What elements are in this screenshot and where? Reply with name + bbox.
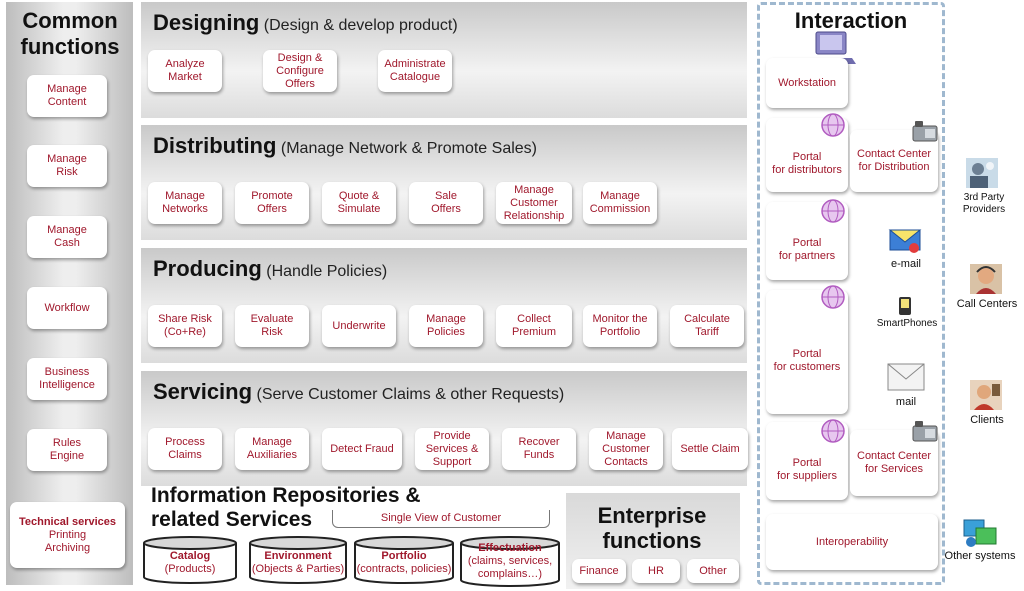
servicing-heading: Servicing [153, 379, 253, 404]
repository-portfolio[interactable]: Portfolio(contracts, policies) [354, 536, 454, 584]
common-item-rules-engine[interactable]: Rules Engine [27, 429, 107, 471]
servicing-item-provide-services[interactable]: Provide Services & Support [415, 428, 489, 470]
portal-globe-icon [821, 285, 845, 309]
producing-item-evaluate-risk[interactable]: Evaluate Risk [235, 305, 309, 347]
smartphones-label: SmartPhones [876, 318, 938, 329]
common-functions-title: Common functions [20, 8, 120, 59]
producing-item-underwrite[interactable]: Underwrite [322, 305, 396, 347]
common-item-manage-cash[interactable]: Manage Cash [27, 216, 107, 258]
designing-item-design-offers[interactable]: Design & Configure Offers [263, 50, 337, 92]
third-party-providers-label: 3rd Party Providers [962, 192, 1006, 215]
distributing-item-sale-offers[interactable]: Sale Offers [409, 182, 483, 224]
mail-label: mail [895, 396, 917, 408]
distributing-heading: Distributing [153, 133, 277, 158]
distributing-item-quote-simulate[interactable]: Quote & Simulate [322, 182, 396, 224]
repository-catalog-name: Catalog [169, 550, 211, 562]
producing-item-share-risk[interactable]: Share Risk (Co+Re) [148, 305, 222, 347]
designing-item-administrate-catalogue[interactable]: Administrate Catalogue [378, 50, 452, 92]
servicing-item-manage-auxiliaries[interactable]: Manage Auxiliaries [235, 428, 309, 470]
email-label: e-mail [891, 258, 921, 270]
repository-effectuation[interactable]: Effectuation(claims, services, complains… [460, 536, 560, 587]
repository-environment[interactable]: Environment(Objects & Parties) [249, 536, 347, 584]
producing-heading: Producing [153, 256, 262, 281]
designing-item-analyze-market[interactable]: Analyze Market [148, 50, 222, 92]
single-view-customer[interactable]: Single View of Customer [332, 510, 550, 528]
distributing-title: Distributing (Manage Network & Promote S… [153, 133, 537, 159]
common-item-manage-risk[interactable]: Manage Risk [27, 145, 107, 187]
distributing-subtitle: (Manage Network & Promote Sales) [280, 140, 537, 157]
enterprise-title: Enterprise functions [597, 503, 707, 553]
interoperability-box[interactable]: Interoperability [766, 514, 938, 570]
repository-environment-desc: (Objects & Parties) [251, 563, 345, 575]
repositories-title: Information Repositories & related Servi… [151, 484, 421, 531]
servicing-item-process-claims[interactable]: Process Claims [148, 428, 222, 470]
other-systems-label: Other systems [944, 550, 1016, 562]
distributing-item-manage-networks[interactable]: Manage Networks [148, 182, 222, 224]
producing-item-monitor-portfolio[interactable]: Monitor the Portfolio [583, 305, 657, 347]
distributing-item-customer-relationship[interactable]: Manage Customer Relationship [496, 182, 572, 224]
email-icon [888, 229, 922, 253]
servicing-subtitle: (Serve Customer Claims & other Requests) [256, 386, 565, 403]
common-item-workflow[interactable]: Workflow [27, 287, 107, 329]
enterprise-item-hr[interactable]: HR [632, 559, 680, 583]
repository-effectuation-desc: (claims, services, complains…) [467, 555, 553, 580]
repository-environment-label: Environment(Objects & Parties) [249, 550, 347, 576]
producing-item-manage-policies[interactable]: Manage Policies [409, 305, 483, 347]
call-center-agent-icon [970, 264, 1002, 294]
cylinder-shape [143, 536, 237, 584]
producing-title: Producing (Handle Policies) [153, 256, 387, 282]
enterprise-item-finance[interactable]: Finance [572, 559, 626, 583]
mail-envelope-icon [887, 363, 925, 391]
common-item-business-intelligence[interactable]: Business Intelligence [27, 358, 107, 400]
clients-label: Clients [970, 414, 1004, 426]
technical-services-title: Technical services [18, 515, 117, 528]
technical-services-lines: Printing Archiving [44, 528, 91, 554]
distributing-item-promote-offers[interactable]: Promote Offers [235, 182, 309, 224]
repository-catalog-label: Catalog(Products) [143, 550, 237, 576]
producing-item-collect-premium[interactable]: Collect Premium [496, 305, 572, 347]
phone-icon [912, 421, 938, 442]
repository-catalog-desc: (Products) [164, 563, 216, 575]
designing-subtitle: (Design & develop product) [263, 17, 458, 34]
repository-environment-name: Environment [264, 550, 332, 562]
cylinder-shape [249, 536, 347, 584]
call-centers-label: Call Centers [956, 298, 1018, 310]
enterprise-item-other[interactable]: Other [687, 559, 739, 583]
other-systems-icon [963, 519, 997, 547]
contact-center-services[interactable]: Contact Center for Services [850, 430, 938, 496]
phone-icon [912, 121, 938, 142]
portal-globe-icon [821, 419, 845, 443]
repository-catalog[interactable]: Catalog(Products) [143, 536, 237, 584]
providers-icon [966, 158, 998, 188]
repository-portfolio-name: Portfolio [381, 550, 427, 562]
designing-title: Designing (Design & develop product) [153, 10, 458, 36]
producing-item-calculate-tariff[interactable]: Calculate Tariff [670, 305, 744, 347]
portal-partners[interactable]: Portal for partners [766, 202, 848, 280]
portal-globe-icon [821, 113, 845, 137]
servicing-item-settle-claim[interactable]: Settle Claim [672, 428, 748, 470]
smartphone-icon [899, 297, 911, 315]
servicing-item-recover-funds[interactable]: Recover Funds [502, 428, 576, 470]
interaction-panel [757, 2, 945, 585]
repository-portfolio-label: Portfolio(contracts, policies) [354, 550, 454, 576]
portal-customers[interactable]: Portal for customers [766, 290, 848, 414]
designing-heading: Designing [153, 10, 260, 35]
servicing-item-customer-contacts[interactable]: Manage Customer Contacts [589, 428, 663, 470]
portal-globe-icon [821, 199, 845, 223]
servicing-item-detect-fraud[interactable]: Detect Fraud [322, 428, 402, 470]
distributing-item-manage-commission[interactable]: Manage Commission [583, 182, 657, 224]
repository-effectuation-label: Effectuation(claims, services, complains… [460, 542, 560, 581]
cylinder-shape [354, 536, 454, 584]
repository-effectuation-name: Effectuation [478, 542, 542, 554]
workstation-box[interactable]: Workstation [766, 58, 848, 108]
common-item-manage-content[interactable]: Manage Content [27, 75, 107, 117]
clients-icon [970, 380, 1002, 410]
interaction-title: Interaction [794, 8, 908, 33]
repository-portfolio-desc: (contracts, policies) [356, 563, 452, 575]
cylinder-shape [460, 536, 560, 587]
technical-services-box[interactable]: Technical services Printing Archiving [10, 502, 125, 568]
servicing-title: Servicing (Serve Customer Claims & other… [153, 379, 564, 405]
producing-subtitle: (Handle Policies) [266, 263, 388, 280]
